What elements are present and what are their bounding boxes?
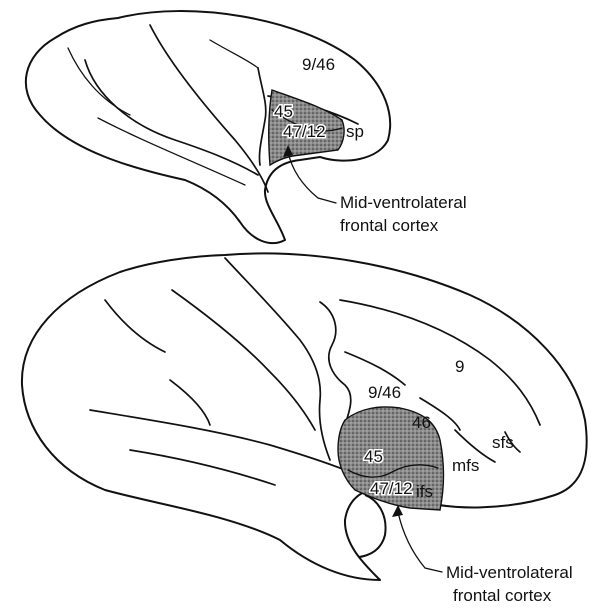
monkey-brain: 9/46 45 47/12 sp Mid-ventrolateral front… bbox=[26, 11, 467, 243]
human-label-sfs: sfs bbox=[492, 433, 514, 452]
monkey-label-47-12: 47/12 bbox=[283, 122, 326, 141]
human-callout-line bbox=[398, 512, 442, 572]
human-label-45: 45 bbox=[364, 447, 383, 466]
human-callout-line1: Mid-ventrolateral bbox=[446, 563, 573, 582]
human-label-mfs: mfs bbox=[452, 456, 479, 475]
monkey-callout-line2: frontal cortex bbox=[340, 216, 439, 235]
monkey-callout-line1: Mid-ventrolateral bbox=[340, 193, 467, 212]
monkey-label-9-46: 9/46 bbox=[302, 55, 335, 74]
human-brain: 9 9/46 46 sfs mfs ifs 45 47/12 Mid-ventr… bbox=[22, 253, 587, 605]
human-label-9: 9 bbox=[455, 357, 464, 376]
human-label-47-12: 47/12 bbox=[370, 479, 413, 498]
monkey-label-sp: sp bbox=[346, 122, 364, 141]
human-label-46: 46 bbox=[412, 413, 431, 432]
human-callout-line2: frontal cortex bbox=[453, 586, 552, 605]
human-label-9-46: 9/46 bbox=[368, 383, 401, 402]
human-label-ifs: ifs bbox=[416, 482, 433, 501]
monkey-label-45: 45 bbox=[274, 102, 293, 121]
